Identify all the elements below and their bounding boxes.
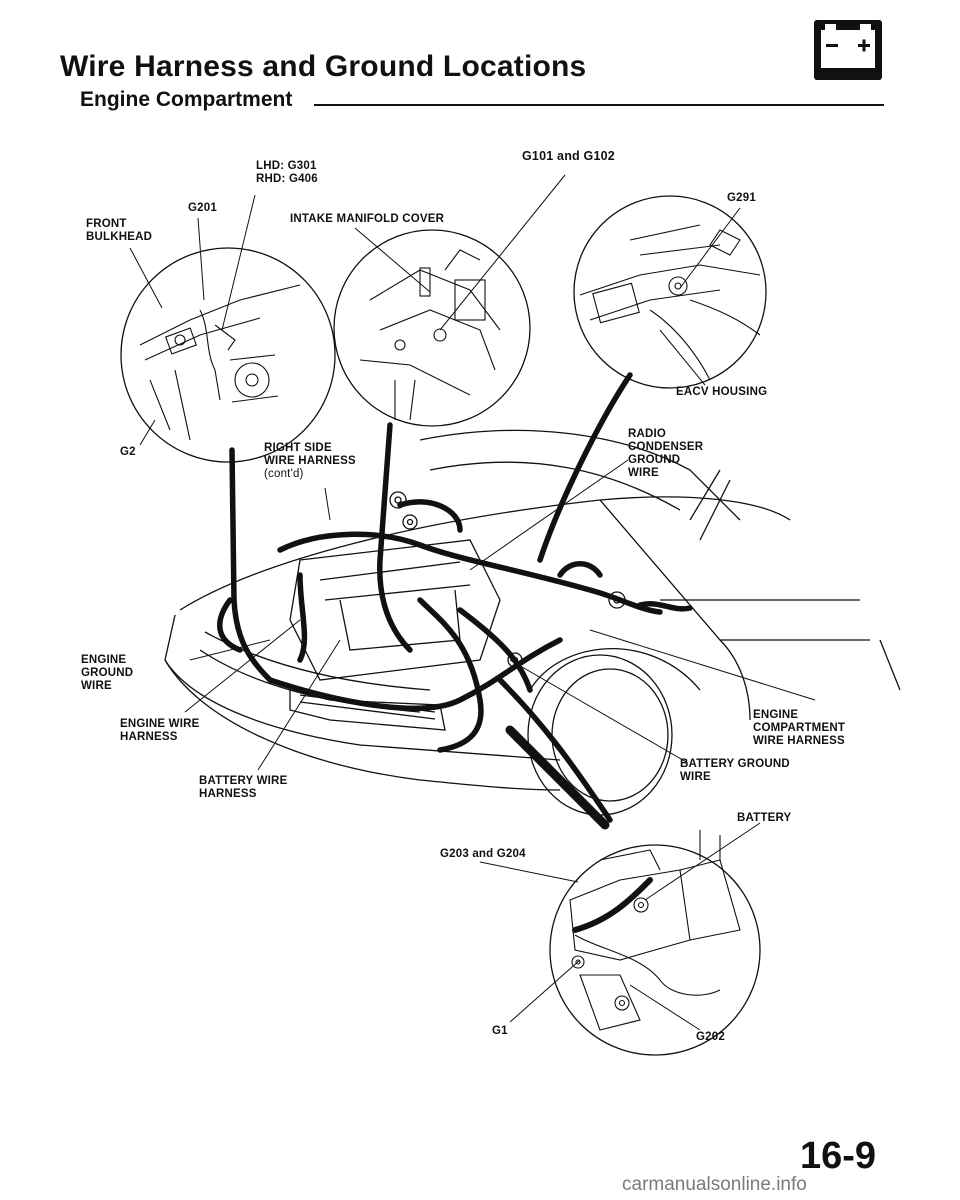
label-batt-ground-line1: BATTERY GROUND [680,758,790,770]
page-subtitle: Engine Compartment [80,88,293,111]
label-battery-wire-harness: BATTERY WIRE HARNESS [199,775,287,801]
label-g101-g102: G101 and G102 [522,149,615,163]
label-g291: G291 [727,192,756,204]
label-front-bulkhead-line1: FRONT [86,218,127,230]
label-engine-ground-wire: ENGINE GROUND WIRE [81,654,133,693]
label-lhd-rhd: LHD: G301 RHD: G406 [256,160,318,186]
intake-detail [359,249,501,421]
detail-circle-intake-manifold [333,229,531,427]
label-intake-manifold-cover: INTAKE MANIFOLD COVER [290,213,445,225]
label-rhd: RHD: G406 [256,173,318,185]
label-engine-ground-line2: GROUND [81,667,134,679]
car-body-outline [164,429,901,816]
label-right-side-line2: WIRE HARNESS [264,455,356,467]
label-g202: G202 [696,1031,725,1043]
battery-cable [505,725,610,830]
page-title: Wire Harness and Ground Locations [60,50,587,83]
watermark: carmanualsonline.info [622,1174,807,1195]
label-eng-comp-line1: ENGINE [753,709,799,721]
detail-circle-front-bulkhead [120,247,336,463]
detail-circle-g291 [573,195,767,389]
label-engine-compartment-harness: ENGINE COMPARTMENT WIRE HARNESS [753,709,845,748]
label-engine-ground-line1: ENGINE [81,654,127,666]
detail-circle-battery [549,844,761,1056]
label-batt-wire-line1: BATTERY WIRE [199,775,288,787]
label-eng-comp-line2: COMPARTMENT [753,722,846,734]
label-radio-line2: CONDENSER [628,441,704,453]
label-battery-ground-wire: BATTERY GROUND WIRE [680,758,790,784]
label-g203-g204: G203 and G204 [440,848,526,860]
bulkhead-detail [139,284,301,441]
label-g1: G1 [492,1025,508,1037]
page-number: 16-9 [800,1135,877,1177]
label-engine-wire-harness: ENGINE WIRE HARNESS [120,718,200,744]
label-batt-ground-line2: WIRE [680,771,711,783]
label-engine-wire-line2: HARNESS [120,731,178,743]
label-radio-line1: RADIO [628,428,667,440]
label-g2: G2 [120,446,136,458]
label-batt-wire-line2: HARNESS [199,788,257,800]
label-g201: G201 [188,202,217,214]
leader-lines [129,174,816,1031]
label-battery: BATTERY [737,812,792,824]
label-eng-comp-line3: WIRE HARNESS [753,735,845,747]
battery-icon [814,20,882,80]
g291-detail [579,224,761,381]
label-front-bulkhead: FRONT BULKHEAD [86,218,152,244]
battery-detail [569,830,741,1031]
label-lhd: LHD: G301 [256,160,317,172]
ground-points [389,491,626,668]
label-radio-condenser: RADIO CONDENSER GROUND WIRE [628,428,703,480]
label-eacv-housing: EACV HOUSING [676,386,768,398]
label-engine-wire-line1: ENGINE WIRE [120,718,200,730]
label-front-bulkhead-line2: BULKHEAD [86,231,153,243]
label-radio-line3: GROUND [628,454,681,466]
cable-inset [572,877,653,933]
label-right-side-line1: RIGHT SIDE [264,442,332,454]
label-right-side-line3: (cont'd) [264,468,304,480]
label-right-side-harness: RIGHT SIDE WIRE HARNESS (cont'd) [264,442,356,481]
label-engine-ground-line3: WIRE [81,680,112,692]
header-rule [314,104,884,106]
label-radio-line4: WIRE [628,467,659,479]
